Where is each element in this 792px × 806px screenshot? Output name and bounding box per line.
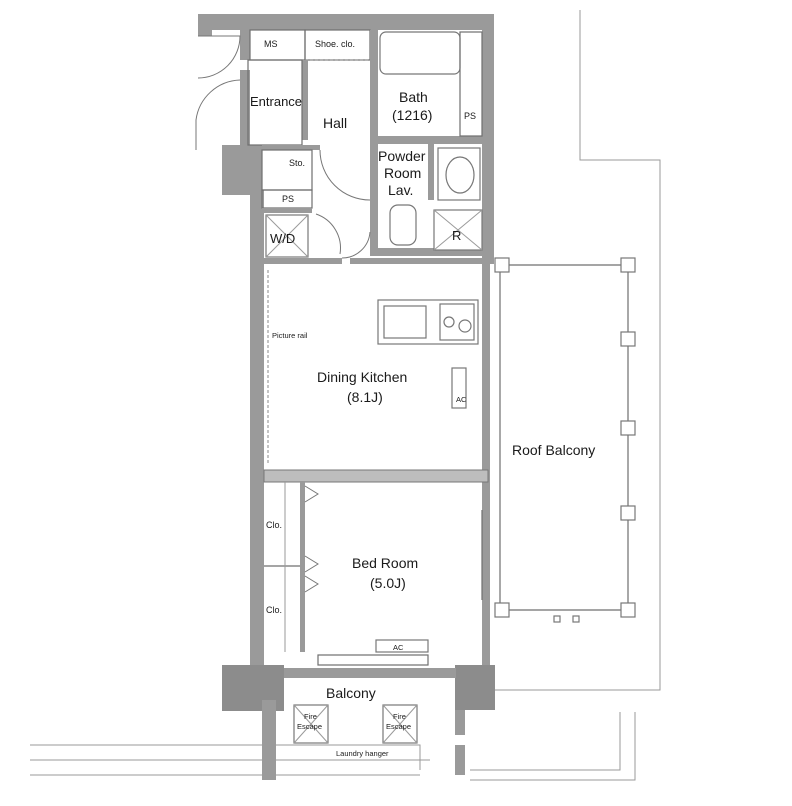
sto-label: Sto.	[289, 158, 305, 168]
balcony-label: Balcony	[326, 685, 376, 701]
ps-bath-label: PS	[464, 111, 476, 121]
roof-balcony-outline	[494, 10, 661, 691]
fire-escape-1-label-a: Fire	[304, 712, 317, 721]
bath-label: Bath	[399, 89, 428, 105]
partitions	[247, 29, 489, 744]
powder-room-label-2: Room	[384, 165, 421, 181]
powder-room-label-1: Powder	[378, 148, 426, 164]
shoe-closet-label: Shoe. clo.	[315, 39, 355, 49]
fire-escape-2-label-b: Escape	[386, 722, 411, 731]
hall-label: Hall	[323, 115, 347, 131]
entrance-label: Entrance	[250, 94, 302, 109]
bath-size-label: (1216)	[392, 107, 432, 123]
fridge-label: R	[452, 228, 461, 243]
dining-kitchen-label: Dining Kitchen	[317, 369, 407, 385]
ac-kitchen-label: AC	[456, 395, 467, 404]
powder-room-label-3: Lav.	[388, 182, 413, 198]
laundry-hanger-label: Laundry hanger	[336, 749, 389, 758]
dining-kitchen-size-label: (8.1J)	[347, 389, 383, 405]
picture-rail-label: Picture rail	[272, 331, 308, 340]
ac-bed-label: AC	[393, 643, 404, 652]
labels: MS Shoe. clo. Bath (1216) PS Entrance Ha…	[250, 39, 595, 758]
ps-hall-label: PS	[282, 194, 294, 204]
fire-escape-1-label-b: Escape	[297, 722, 322, 731]
wd-label: W/D	[270, 231, 295, 246]
ms-label: MS	[264, 39, 278, 49]
fire-escape-2-label-a: Fire	[393, 712, 406, 721]
bottom-outline	[30, 712, 636, 781]
bed-room-size-label: (5.0J)	[370, 575, 406, 591]
closet-label-1: Clo.	[266, 520, 282, 530]
doors	[195, 35, 371, 593]
bed-room-label: Bed Room	[352, 555, 418, 571]
roof-balcony-label: Roof Balcony	[512, 442, 595, 458]
closet-label-2: Clo.	[266, 605, 282, 615]
